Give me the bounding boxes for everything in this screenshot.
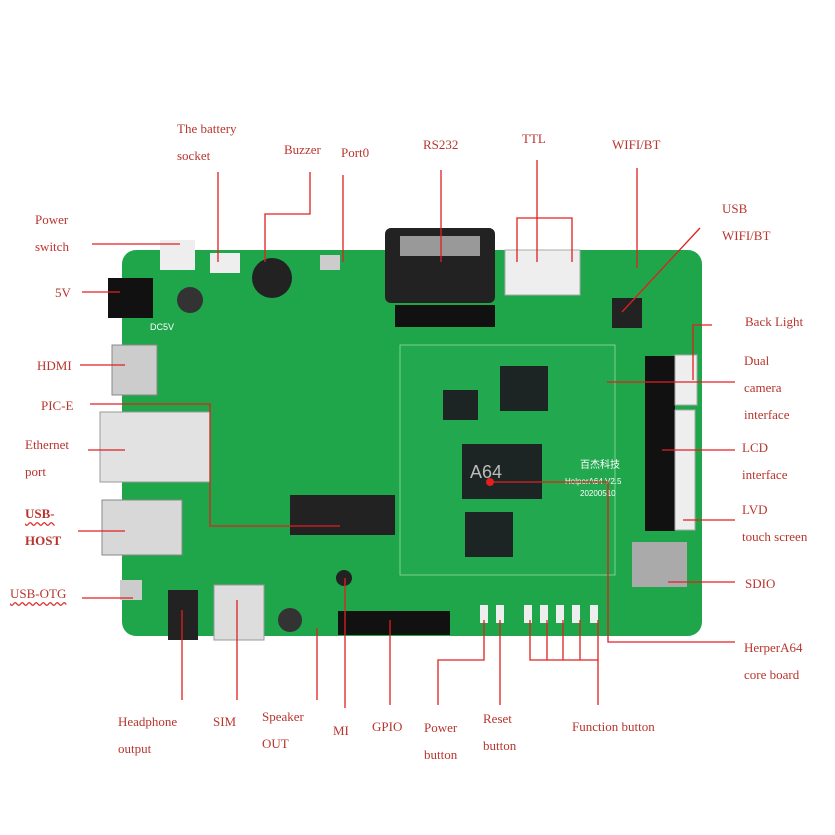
pcie-slot — [290, 495, 395, 535]
lcd-header — [645, 356, 675, 531]
label-sim: SIM — [213, 714, 237, 729]
ttl-connectors — [504, 249, 581, 296]
date-silk: 20200510 — [580, 489, 616, 498]
label-gpio: GPIO — [372, 719, 403, 734]
chip-label: A64 — [470, 462, 502, 482]
label-buzzer: Buzzer — [284, 142, 321, 157]
label-wifi-bt: WIFI/BT — [612, 137, 661, 152]
sim-slot — [213, 584, 265, 641]
buzzer — [252, 258, 292, 298]
label-rs232: RS232 — [423, 137, 459, 152]
sd-slot — [632, 542, 687, 587]
ethernet-port — [99, 411, 211, 483]
usb-host-port — [101, 499, 183, 556]
label-usb-host: USB-HOST — [25, 506, 62, 548]
a64-chip — [462, 444, 542, 499]
gpio-header — [338, 611, 450, 635]
label-port0: Port0 — [341, 145, 370, 160]
hdmi-port — [111, 344, 158, 396]
brand-silk: 百杰科技 — [580, 458, 620, 471]
battery-socket — [210, 253, 240, 273]
usb-otg-port — [120, 580, 142, 600]
label-5v: 5V — [55, 285, 71, 300]
label-back-light: Back Light — [745, 314, 804, 329]
label-pcie: PIC-E — [41, 398, 74, 413]
label-ttl: TTL — [522, 131, 546, 146]
lvd-connector — [674, 409, 696, 531]
leader-lines — [78, 160, 735, 708]
dc-silk: DC5V — [150, 322, 174, 332]
label-usb-otg: USB-OTG — [10, 586, 67, 601]
dc-jack — [108, 278, 153, 318]
label-function-button: Function button — [572, 719, 655, 734]
headphone-jack — [168, 590, 198, 640]
power-switch — [160, 240, 195, 270]
label-hdmi: HDMI — [37, 358, 72, 373]
label-mic: MI — [333, 723, 349, 738]
label-sdio: SDIO — [745, 576, 776, 591]
wifi-module — [612, 298, 642, 328]
